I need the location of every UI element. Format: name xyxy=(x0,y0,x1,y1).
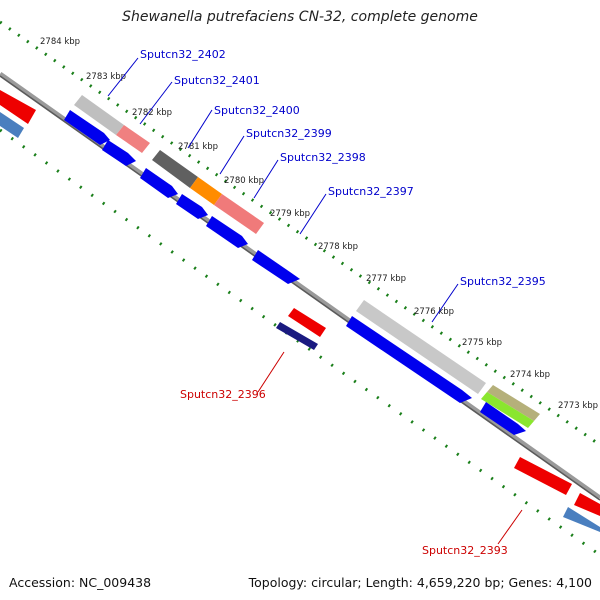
rev-steelblue-right xyxy=(563,507,600,532)
cds-arrow-2395 xyxy=(346,316,472,403)
feature-gray-2395 xyxy=(356,300,486,394)
leader-2396 xyxy=(257,351,285,393)
tick-label: 2780 kbp xyxy=(224,176,264,186)
leader-2393 xyxy=(497,509,523,545)
cds-arrow-extra xyxy=(480,402,526,435)
tick-labels: 2784 kbp 2783 kbp 2782 kbp 2781 kbp 2780 kbp… xyxy=(40,37,598,411)
feature-dark-2400 xyxy=(152,150,198,188)
reverse-features xyxy=(276,308,600,532)
feature-pink-2401 xyxy=(116,125,150,153)
tick-label: 2774 kbp xyxy=(510,370,550,380)
rev-navy-2396 xyxy=(276,322,318,350)
genome-backbone-edge xyxy=(0,75,600,501)
gene-label-2395: Sputcn32_2395 xyxy=(460,275,546,288)
gene-label-2400: Sputcn32_2400 xyxy=(214,104,300,117)
leader-2401 xyxy=(139,81,173,125)
leader-2402 xyxy=(107,57,139,97)
genome-summary-text: Topology: circular; Length: 4,659,220 bp… xyxy=(248,575,592,590)
tick-label: 2777 kbp xyxy=(366,274,406,284)
feature-green xyxy=(481,392,534,428)
outer-tick-ring xyxy=(0,20,600,447)
leader-2399 xyxy=(219,135,245,175)
leader-2395 xyxy=(431,283,459,323)
cds-arrow-2400 xyxy=(140,168,178,198)
gene-label-2396: Sputcn32_2396 xyxy=(180,388,266,401)
inner-tick-ring xyxy=(0,128,600,557)
tick-label: 2778 kbp xyxy=(318,242,358,252)
feature-orange-2399 xyxy=(190,177,222,205)
feature-olive xyxy=(487,385,540,421)
cds-arrow-2399 xyxy=(176,194,208,219)
feature-blocks xyxy=(0,90,540,428)
gene-label-2399: Sputcn32_2399 xyxy=(246,127,332,140)
tick-label: 2782 kbp xyxy=(132,108,172,118)
gene-label-2401: Sputcn32_2401 xyxy=(174,74,260,87)
feature-pink-2398 xyxy=(214,194,264,234)
gene-label-2393: Sputcn32_2393 xyxy=(422,544,508,557)
cds-arrow-2402 xyxy=(64,110,110,145)
feature-gray-2402 xyxy=(74,95,124,135)
rev-red-right xyxy=(574,493,600,516)
leader-2397 xyxy=(299,193,327,235)
tick-label: 2781 kbp xyxy=(178,142,218,152)
tick-label: 2773 kbp xyxy=(558,401,598,411)
tick-label: 2776 kbp xyxy=(414,307,454,317)
tick-label: 2775 kbp xyxy=(462,338,502,348)
cds-arrow-2401 xyxy=(102,140,136,166)
gene-label-2402: Sputcn32_2402 xyxy=(140,48,226,61)
tick-label: 2779 kbp xyxy=(270,209,310,219)
leader-2398 xyxy=(253,159,279,199)
rev-red-2396 xyxy=(288,308,326,337)
cds-arrow-2398 xyxy=(206,216,248,248)
gene-label-2397: Sputcn32_2397 xyxy=(328,185,414,198)
map-title: Shewanella putrefaciens CN-32, complete … xyxy=(122,9,478,25)
cds-arrows xyxy=(64,110,526,435)
gene-labels: Sputcn32_2402 Sputcn32_2401 Sputcn32_240… xyxy=(107,48,546,557)
cds-arrow-2397 xyxy=(252,250,300,284)
rev-red-2393 xyxy=(514,457,572,495)
tick-label: 2784 kbp xyxy=(40,37,80,47)
accession-text: Accession: NC_009438 xyxy=(9,575,152,590)
feature-red-left xyxy=(0,90,36,124)
gene-label-2398: Sputcn32_2398 xyxy=(280,151,366,164)
tick-label: 2783 kbp xyxy=(86,72,126,82)
feature-steelblue-left xyxy=(0,112,24,138)
leader-2400 xyxy=(187,109,213,149)
